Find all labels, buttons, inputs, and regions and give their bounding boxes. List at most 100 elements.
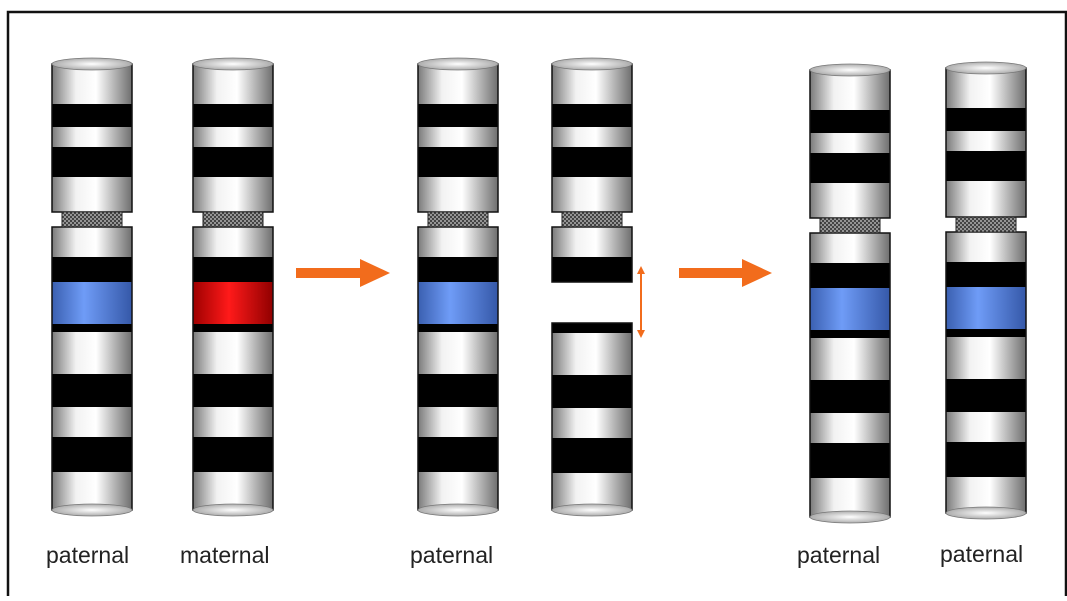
dark-band <box>946 151 1026 181</box>
light-band <box>810 478 890 517</box>
light-band <box>52 127 132 147</box>
chromosome-2-maternal <box>192 57 274 517</box>
light-band <box>946 337 1026 379</box>
chromosome-cap <box>417 57 499 71</box>
chromosome-cap <box>945 61 1027 75</box>
frame-border <box>6 10 1067 596</box>
light-band <box>552 127 632 147</box>
label-chrom6-paternal: paternal <box>940 541 1024 567</box>
dark-band <box>552 104 632 127</box>
light-band <box>418 407 498 437</box>
light-band <box>552 408 632 438</box>
paternal-band <box>810 288 890 330</box>
dark-band <box>418 147 498 177</box>
dark-band <box>52 147 132 177</box>
dark-band <box>946 379 1026 412</box>
centromere <box>61 211 123 228</box>
step-arrow-2 <box>679 259 772 287</box>
dark-band <box>810 330 890 338</box>
chromosome-cap <box>945 506 1027 520</box>
paternal-band <box>946 287 1026 329</box>
dark-band <box>946 262 1026 287</box>
dark-band <box>552 257 632 282</box>
light-band <box>193 407 273 437</box>
dark-band <box>552 375 632 408</box>
dark-band <box>193 324 273 332</box>
dark-band <box>52 257 132 282</box>
paternal-band <box>52 282 132 324</box>
dark-band <box>193 147 273 177</box>
step-arrow-1 <box>296 259 390 287</box>
light-band <box>552 333 632 375</box>
chromosome-cap <box>192 57 274 71</box>
maternal-band <box>193 282 273 324</box>
label-chrom5-paternal: paternal <box>797 542 881 568</box>
light-band <box>552 177 632 212</box>
light-band <box>946 412 1026 442</box>
chromosome-cap <box>809 510 891 524</box>
chromosome-4-deleted <box>551 57 633 517</box>
dark-band <box>810 443 890 478</box>
label-chrom1-paternal: paternal <box>46 542 130 568</box>
light-band <box>418 227 498 257</box>
chromosomes <box>51 57 1027 524</box>
dark-band <box>418 324 498 332</box>
chromosome-cap <box>551 503 633 517</box>
light-band <box>810 70 890 110</box>
dark-band <box>810 263 890 288</box>
dark-band <box>418 257 498 282</box>
centromere <box>202 211 264 228</box>
chromosome-1-paternal <box>51 57 133 517</box>
light-band <box>946 181 1026 217</box>
light-band <box>946 68 1026 108</box>
light-band <box>193 332 273 374</box>
dark-band <box>52 437 132 472</box>
centromere <box>819 217 881 234</box>
label-chrom2-maternal: maternal <box>180 542 270 568</box>
light-band <box>418 177 498 212</box>
centromere <box>561 211 623 228</box>
chromosome-cap <box>809 63 891 77</box>
dark-band <box>193 437 273 472</box>
light-band <box>810 413 890 443</box>
chromosome-5-paternal <box>809 63 891 524</box>
light-band <box>193 227 273 257</box>
label-chrom3-paternal: paternal <box>410 542 494 568</box>
light-band <box>552 64 632 104</box>
light-band <box>52 227 132 257</box>
light-band <box>52 177 132 212</box>
light-band <box>52 407 132 437</box>
light-band <box>52 332 132 374</box>
centromere <box>955 216 1017 233</box>
dark-band <box>193 374 273 407</box>
chromosome-cap <box>551 57 633 71</box>
chromosome-cap <box>417 503 499 517</box>
light-band <box>193 64 273 104</box>
chromosome-cap <box>51 503 133 517</box>
dark-band <box>52 104 132 127</box>
dark-band <box>52 374 132 407</box>
light-band <box>946 131 1026 151</box>
chromosome-cap <box>192 503 274 517</box>
dark-band <box>946 442 1026 477</box>
light-band <box>193 177 273 212</box>
dark-band <box>193 104 273 127</box>
light-band <box>52 64 132 104</box>
paternal-band <box>418 282 498 324</box>
light-band <box>810 183 890 218</box>
dark-band <box>946 329 1026 337</box>
light-band <box>810 233 890 263</box>
light-band <box>552 227 632 257</box>
dark-band <box>810 380 890 413</box>
dark-band <box>418 374 498 407</box>
dark-band <box>418 437 498 472</box>
dark-band <box>552 147 632 177</box>
dark-band <box>52 324 132 332</box>
chromosome-6-paternal <box>945 61 1027 520</box>
light-band <box>810 338 890 380</box>
dark-band <box>552 323 632 333</box>
light-band <box>193 127 273 147</box>
light-band <box>418 64 498 104</box>
